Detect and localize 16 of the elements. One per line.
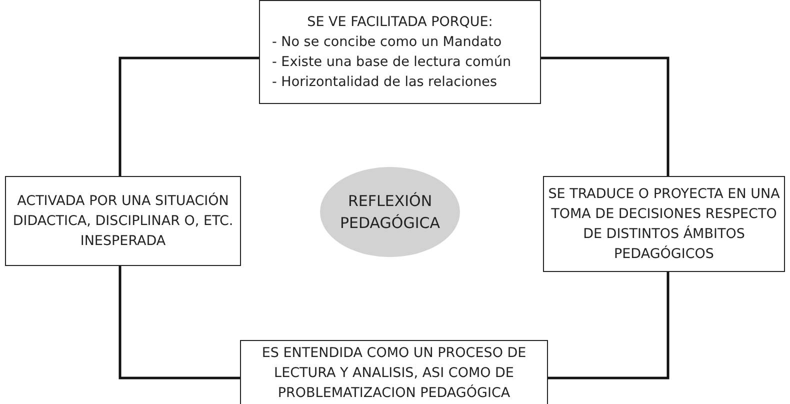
text-box [543, 176, 785, 272]
connector-line [118, 266, 240, 380]
box-text: ES ENTENDIDA COMO UN PROCESO DE LECTURA Y ANALISIS, ASI COMO DE PROBLEMATIZACION PEDAGÓGICA [260, 344, 528, 403]
list-item: - Existe una base de lectura común [271, 53, 512, 72]
list-item: - No se concibe como un Mandato [271, 33, 502, 52]
box-text: REFLEXIÓN PEDAGÓGICA [338, 191, 442, 234]
connector-line [548, 272, 670, 380]
connector-line [118, 56, 259, 176]
box-text: SE TRADUCE O PROYECTA EN UNA TOMA DE DECISIONES RESPECTO DE DISTINTOS ÁMBITOS PEDAGÓGICOS [548, 185, 780, 264]
connector-line [541, 56, 670, 176]
list-item: - Horizontalidad de las relaciones [271, 73, 497, 92]
box-text: ACTIVADA POR UNA SITUACIÓN DIDACTICA, DISCIPLINAR O, ETC. INESPERADA [12, 192, 234, 251]
text-box [240, 340, 548, 404]
box-heading: SE VE FACILITADA PORQUE: [306, 13, 494, 32]
text-box [5, 176, 241, 266]
text-box [259, 0, 541, 104]
